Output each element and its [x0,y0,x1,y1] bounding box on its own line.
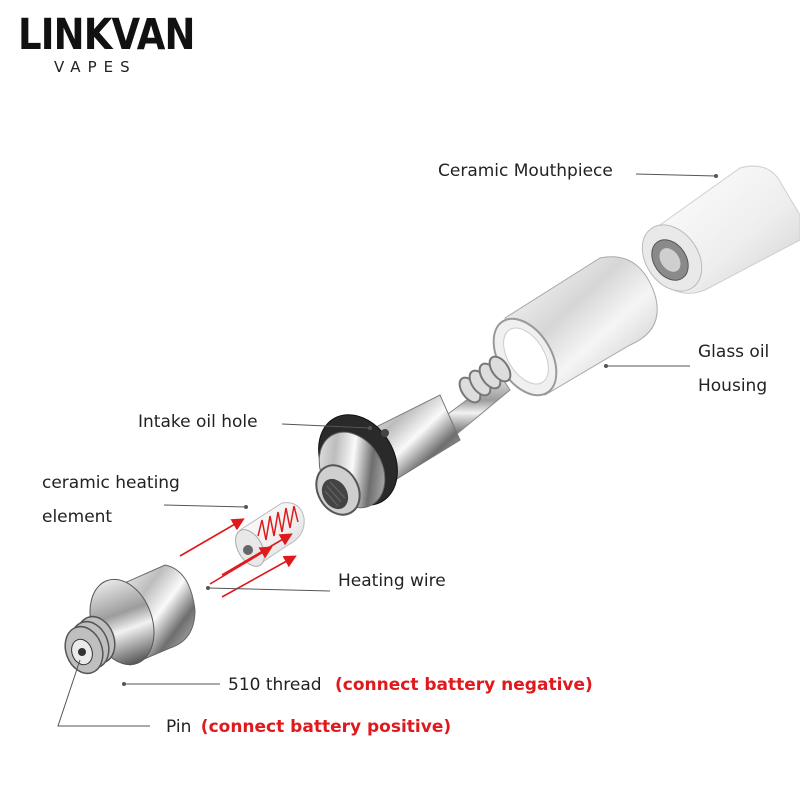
label-pin-text: Pin [166,717,192,737]
label-ceramic-heating-line2: element [42,507,113,527]
label-510-thread-text: 510 thread [228,675,322,695]
ceramic-mouthpiece [641,165,800,294]
label-pin-note: (connect battery positive) [200,717,452,737]
oil-flow-arrows [179,518,297,598]
label-ceramic-heating-line1: ceramic heating [42,473,180,493]
label-intake-oil-hole: Intake oil hole [138,412,258,432]
label-glass-oil-housing-line2: Housing [698,376,768,396]
label-510-thread: 510 thread (connect battery negative) [228,674,593,696]
base-510-thread [64,564,196,675]
leader-lines [57,173,718,727]
glass-oil-housing [492,256,658,397]
label-ceramic-mouthpiece: Ceramic Mouthpiece [438,161,613,181]
brand-tagline: VAPES [54,58,137,76]
ceramic-heating-element [235,502,305,567]
center-post [315,355,512,516]
heating-wire-coil [257,505,299,541]
label-glass-oil-housing-line1: Glass oil [698,342,770,362]
label-heating-wire: Heating wire [338,571,446,591]
brand-logo: LINKVAN VAPES [18,10,223,76]
brand-name: LINKVAN [18,10,195,60]
label-510-thread-note: (connect battery negative) [334,675,593,695]
label-pin: Pin (connect battery positive) [166,716,451,738]
